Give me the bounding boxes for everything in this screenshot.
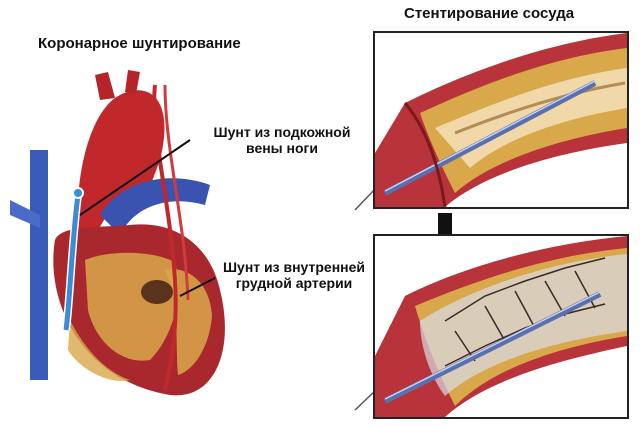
fat-patch <box>85 252 179 361</box>
pulmonary-trunk <box>100 178 210 235</box>
balloon <box>420 254 627 396</box>
catheter <box>383 80 597 196</box>
aortic-branch-2 <box>125 70 140 94</box>
leader-saphenous <box>79 139 191 216</box>
aorta <box>77 90 165 260</box>
leader-ima <box>179 277 216 297</box>
label-mammary-graft: Шунт из внутренней грудной артерии <box>214 259 374 291</box>
title-stenting: Стентирование сосуда <box>404 5 575 22</box>
catheter-wire <box>354 187 377 211</box>
ima-graft <box>152 84 178 391</box>
panel-stent-after <box>373 234 629 419</box>
vena-cava <box>30 150 48 380</box>
fat-patch <box>68 320 130 381</box>
vessel-after <box>375 236 627 417</box>
label-line: Шунт из внутренней <box>222 259 366 275</box>
blockage-spot <box>141 280 173 304</box>
graft-anastomosis <box>72 187 84 199</box>
ima-graft-2 <box>163 84 190 301</box>
catheter-highlight <box>384 291 601 400</box>
label-line: вены ноги <box>246 140 318 156</box>
label-line: Шунт из подкожной <box>213 124 351 140</box>
aortic-branch <box>95 72 115 100</box>
vessel-cut-edge <box>403 102 447 207</box>
catheter-wire <box>354 389 377 411</box>
vein-branch <box>10 200 40 228</box>
panel-stent-before <box>373 31 629 209</box>
catheter-highlight <box>384 80 596 192</box>
plaque-streaks <box>454 81 626 135</box>
label-saphenous-graft: Шунт из подкожной вены ноги <box>192 124 372 156</box>
catheter <box>383 291 602 404</box>
vessel-before <box>375 33 627 207</box>
label-line: грудной артерии <box>235 275 353 291</box>
title-coronary-bypass: Коронарное шунтирование <box>38 35 241 52</box>
saphenous-graft-core <box>63 194 81 331</box>
